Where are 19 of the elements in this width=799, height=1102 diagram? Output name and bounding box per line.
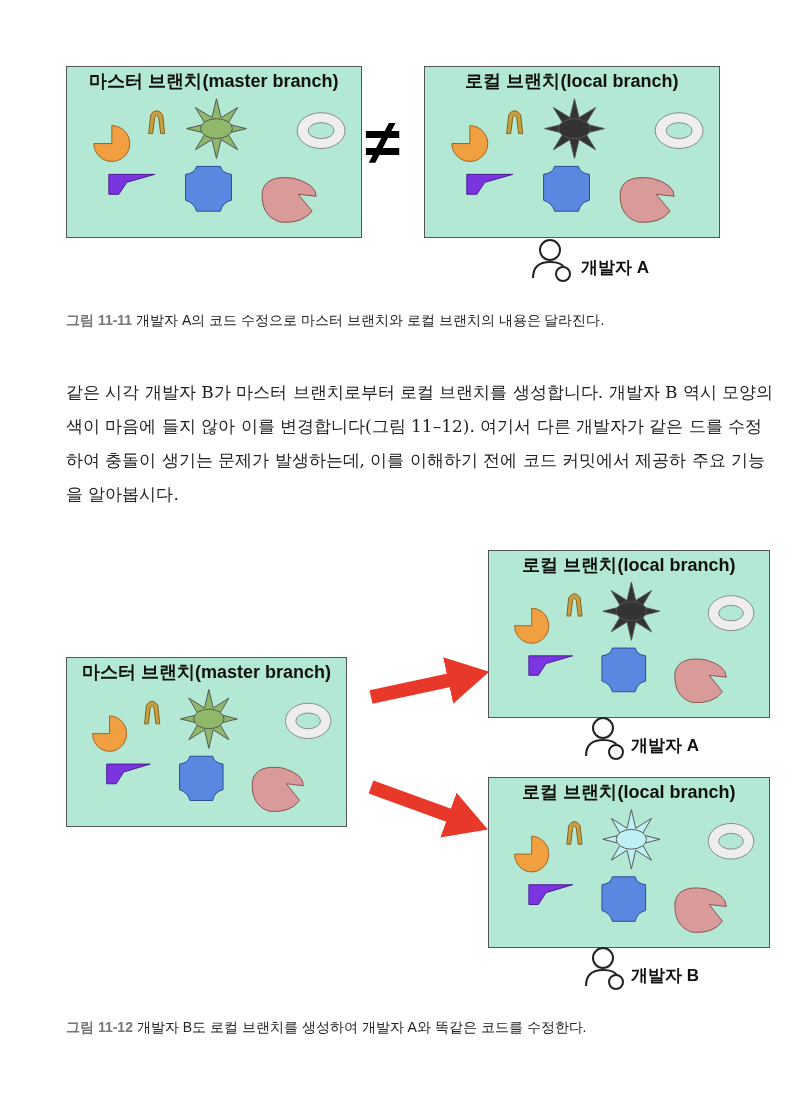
branch-box (66, 657, 347, 827)
box-title: 로컬 브랜치(local branch) (521, 781, 737, 804)
branch-box (424, 66, 720, 238)
box-title: 마스터 브랜치(master branch) (88, 70, 340, 93)
box-title: 로컬 브랜치(local branch) (521, 554, 737, 577)
figure-caption: 그림 11-11 개발자 A의 코드 수정으로 마스터 브랜치와 로컬 브랜치의 내용은 달라진다. (66, 312, 605, 330)
developer-label: 개발자 A (581, 257, 649, 279)
branch-box (488, 777, 770, 948)
developer-label: 개발자 A (631, 735, 699, 757)
branch-box (488, 550, 770, 718)
box-title: 로컬 브랜치(local branch) (464, 70, 680, 93)
branch-box (66, 66, 362, 238)
arrow (368, 780, 488, 838)
figure-caption: 그림 11-12 개발자 B도 로컬 브랜치를 생성하여 개발자 A와 똑같은 코드를 수정한다. (66, 1019, 587, 1037)
not-equal-sign: ≠ (365, 110, 401, 174)
box-title: 마스터 브랜치(master branch) (80, 661, 332, 684)
body-paragraph: 같은 시각 개발자 B가 마스터 브랜치로부터 로컬 브랜치를 생성합니다. 개발자 B 역시 모양의 색이 마음에 들지 않아 이를 변경합니다(그림 11–12). 여기서 다른 개발자가 같은 드를 수정하여 충돌이 생기는 문제가 발생하는데, 이를 이해하기 전에 코드 커밋에서 제공하 주요 기능을 알아봅시다. (66, 381, 775, 506)
developer-label: 개발자 B (631, 965, 699, 987)
arrow (369, 657, 490, 704)
